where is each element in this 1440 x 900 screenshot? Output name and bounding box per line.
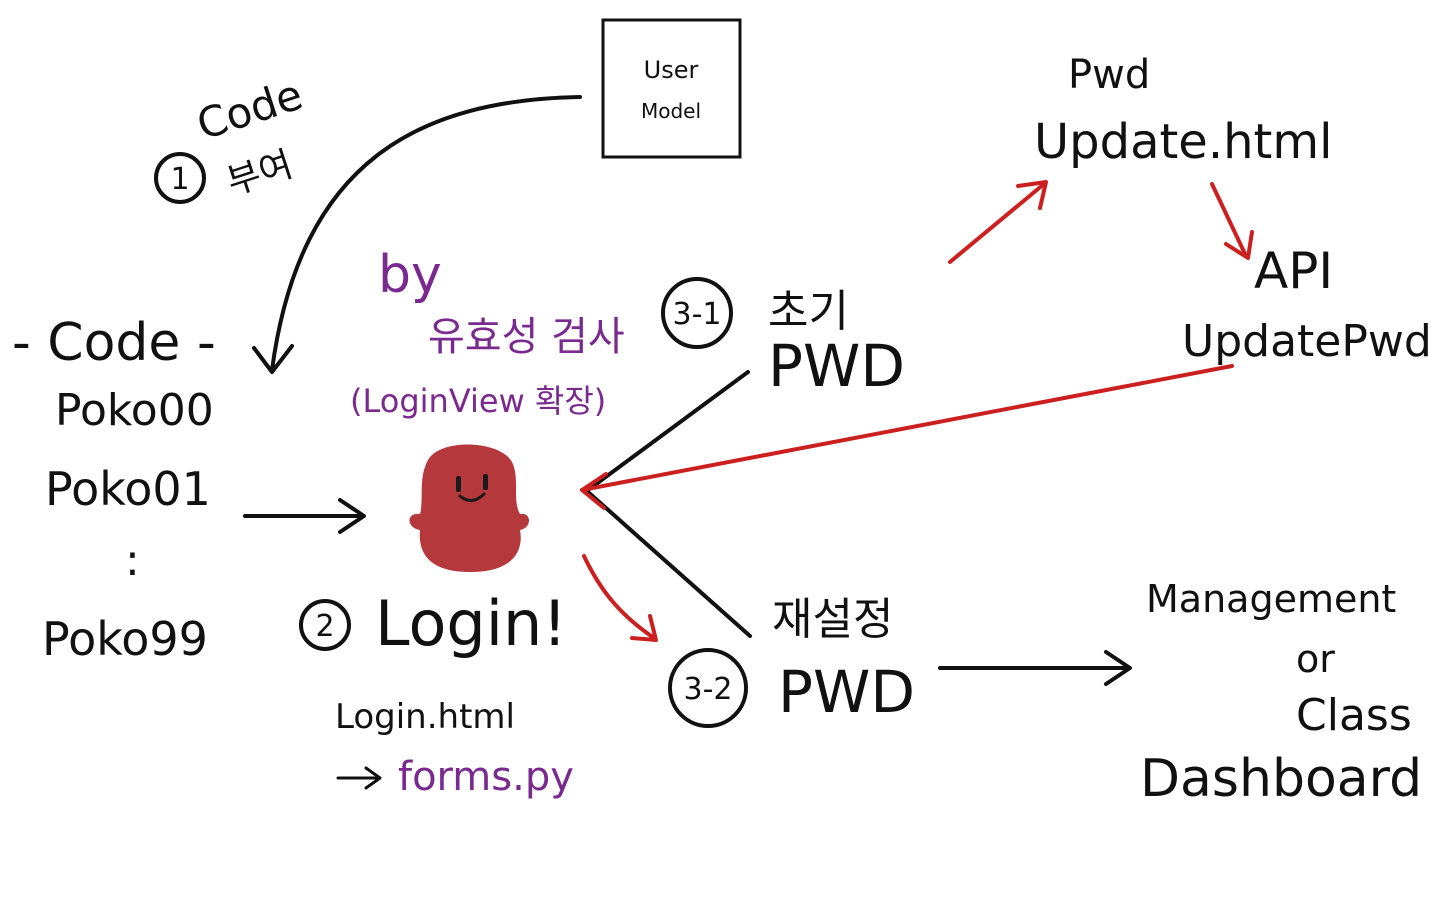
validation-by: by	[378, 245, 442, 305]
forms-py-file: forms.py	[398, 754, 574, 800]
step1-code-text: Code	[191, 70, 308, 150]
step2-number-circle	[299, 599, 351, 651]
step32-pwd-text: PWD	[778, 658, 915, 726]
step32-number-circle	[668, 648, 748, 728]
login-label: Login!	[375, 587, 567, 660]
api-to-login-arrow	[580, 364, 1234, 492]
step31-initial-text: 초기	[768, 286, 849, 337]
code-to-login-arrowhead	[338, 498, 366, 534]
pwd-update-line1: Pwd	[1068, 52, 1150, 98]
login-to-step32-arrowhead	[630, 614, 658, 642]
step31-number-circle	[661, 277, 733, 349]
code-list-header: - Code -	[12, 313, 216, 373]
dashboard-line4: Dashboard	[1140, 749, 1422, 809]
login-to-step32-arrow	[582, 554, 656, 640]
step1-label: 1 Code 부여	[154, 70, 308, 204]
pwd-update-to-api-arrowhead	[1224, 230, 1254, 260]
mascot-left-eye	[456, 476, 461, 492]
validation-note: by 유효성 검사 (LoginView 확장)	[350, 245, 625, 420]
user-model-line2: Model	[641, 99, 701, 123]
step32-to-login-line	[586, 490, 752, 638]
mascot-character	[409, 444, 529, 572]
mascot-body	[409, 444, 529, 572]
login-to-forms-arrow	[336, 766, 382, 790]
step31-initial-pwd: 3-1 초기 PWD	[661, 277, 905, 400]
login-html-file: Login.html	[335, 697, 515, 737]
code-item-ellipsis: :	[125, 535, 140, 586]
api-line2: UpdatePwd	[1182, 316, 1432, 367]
step31-number: 3-1	[673, 297, 722, 332]
step32-reset-pwd: 3-2 재설정 PWD	[668, 594, 915, 728]
code-item-poko01: Poko01	[45, 462, 211, 516]
step31-pwd-text: PWD	[768, 332, 905, 400]
api-to-login-arrowhead	[580, 472, 608, 510]
step32-number: 3-2	[684, 672, 733, 707]
mascot-right-eye	[483, 474, 488, 490]
mascot-smile	[458, 492, 486, 502]
validation-subtitle: (LoginView 확장)	[350, 382, 606, 420]
step32-to-dashboard-arrowhead	[1104, 650, 1132, 686]
dashboard-line3: Class	[1296, 690, 1412, 741]
pwd-update-page: Pwd Update.html	[1034, 52, 1332, 170]
step1-number-circle	[154, 152, 206, 204]
dashboard-line2: or	[1296, 637, 1335, 681]
user-model-box: User Model	[601, 18, 742, 159]
step32-reset-text: 재설정	[772, 594, 893, 645]
step31-to-pwd-update-arrowhead	[1016, 180, 1048, 210]
user-model-to-code-arrow	[270, 95, 582, 372]
api-line1: API	[1254, 242, 1333, 300]
dashboard-line1: Management	[1146, 577, 1396, 621]
code-list: - Code - Poko00 Poko01 : Poko99	[12, 313, 216, 666]
step1-number: 1	[170, 162, 189, 197]
login-step: 2 Login! Login.html forms.py	[299, 587, 574, 800]
validation-title: 유효성 검사	[428, 314, 625, 360]
step2-number: 2	[315, 609, 334, 644]
step31-to-login-line	[586, 370, 750, 492]
pwd-update-line2: Update.html	[1034, 114, 1332, 170]
user-model-line1: User	[644, 56, 699, 84]
pwd-update-to-api-arrow	[1210, 182, 1248, 258]
code-item-poko99: Poko99	[42, 612, 208, 666]
code-item-poko00: Poko00	[55, 385, 214, 436]
step1-assign-text: 부여	[222, 144, 298, 203]
dashboard-destination: Management or Class Dashboard	[1140, 577, 1422, 809]
api-update-pwd: API UpdatePwd	[1182, 242, 1432, 367]
user-model-to-code-arrowhead	[252, 344, 294, 374]
step31-to-pwd-update-arrow	[948, 182, 1046, 264]
